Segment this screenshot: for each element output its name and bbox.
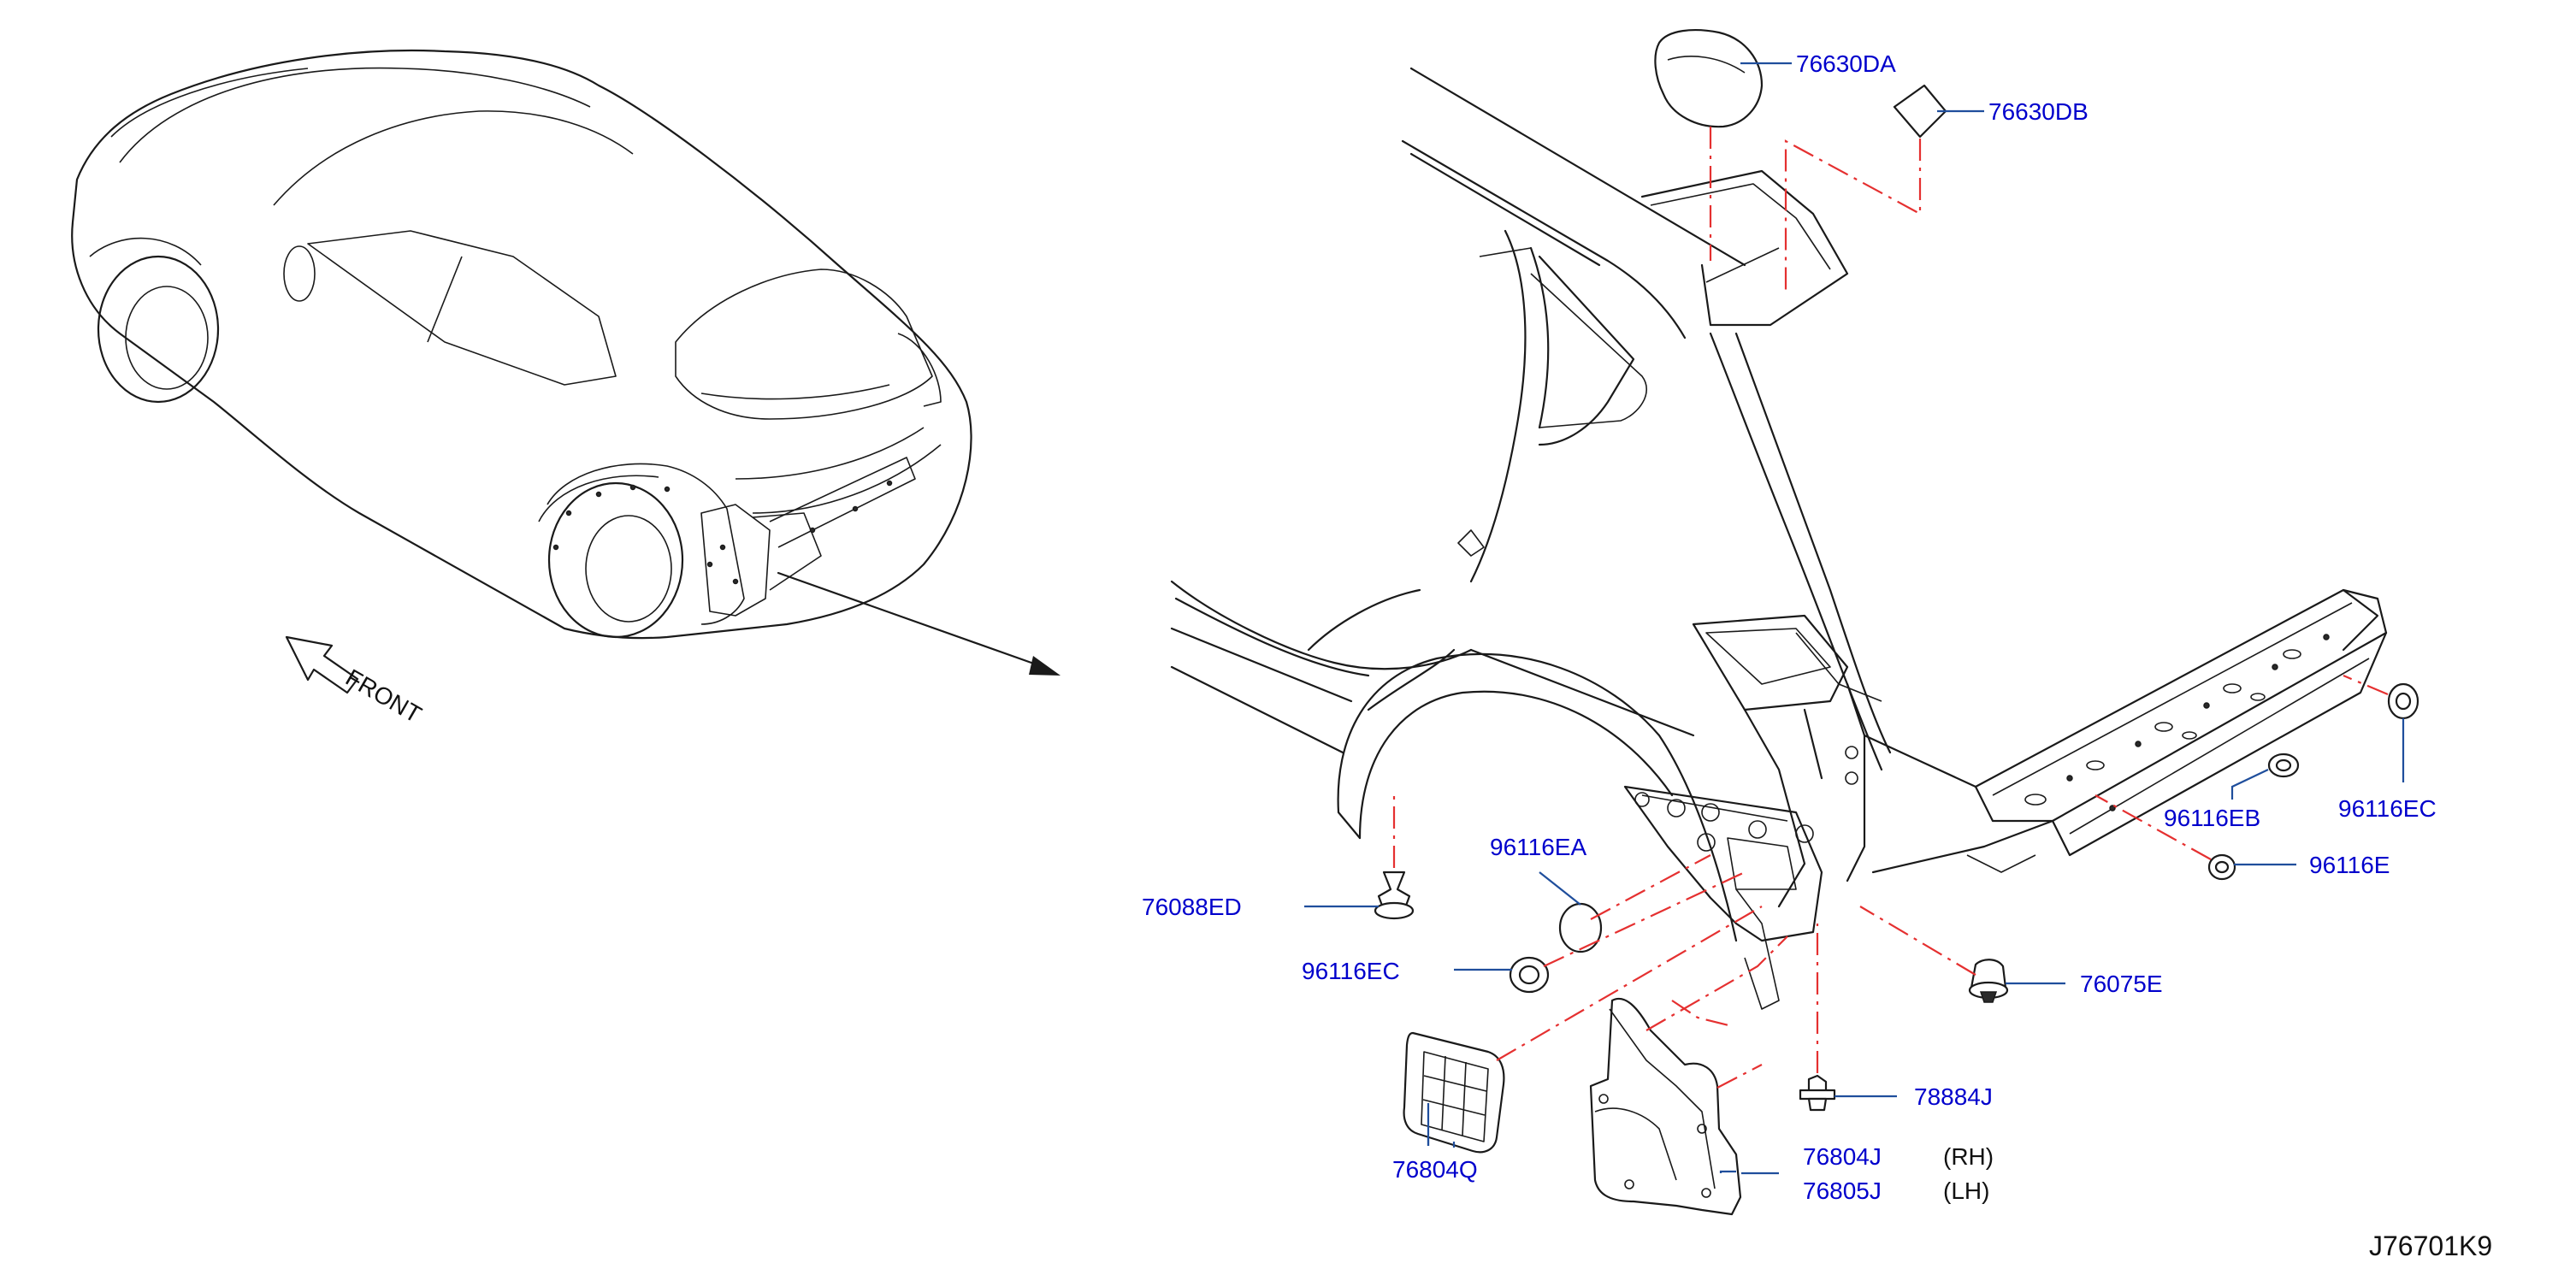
part-96116EC-left-seal-icon — [1509, 956, 1550, 994]
callout-78884J: 78884J — [1914, 1083, 1993, 1110]
rear-body-detail-illustration — [1170, 67, 2388, 1010]
callout-96116EA: 96116EA — [1490, 834, 1586, 860]
part-96116EA-seal-icon — [1558, 902, 1603, 953]
callout-76804Q: 76804Q — [1392, 1156, 1478, 1183]
callout-76630DA: 76630DA — [1796, 50, 1896, 77]
callout-labels: 76630DA 76630DB 96116EA 76088ED 96116EC … — [1142, 50, 2437, 1204]
leader-lines — [1304, 62, 2405, 1175]
part-96116EB-grommet-icon — [2267, 753, 2300, 778]
part-76804J-76805J-bracket-icon — [1589, 997, 1742, 1216]
part-76630DA-cover-icon — [1654, 29, 1764, 128]
callout-76088ED: 76088ED — [1142, 894, 1242, 920]
side-label-lh: (LH) — [1943, 1178, 1989, 1204]
part-96116E-grommet-icon — [2207, 853, 2236, 881]
front-label: FRONT — [341, 664, 426, 728]
diagram-reference-code: J76701K9 — [2369, 1231, 2492, 1261]
callout-76805J: 76805J — [1803, 1178, 1882, 1204]
callout-96116EC-right: 96116EC — [2338, 795, 2437, 822]
part-76804Q-vent-grille-icon — [1403, 1031, 1505, 1154]
callout-96116EB: 96116EB — [2164, 805, 2260, 831]
detail-pointer-arrow — [777, 571, 1045, 669]
front-arrow-icon — [285, 635, 359, 694]
callout-76804J: 76804J — [1803, 1143, 1882, 1170]
callout-76075E: 76075E — [2080, 971, 2163, 997]
part-76075E-fastener-icon — [1968, 959, 2009, 1003]
part-78884J-bolt-icon — [1799, 1074, 1836, 1112]
part-96116EC-right-grommet-icon — [2387, 682, 2419, 720]
front-direction-indicator: FRONT — [285, 635, 426, 728]
installation-dash-lines — [1392, 127, 2389, 1089]
part-76088ED-clip-icon — [1374, 871, 1415, 920]
detail-pointer-arrowhead — [1029, 656, 1061, 676]
callout-96116E: 96116E — [2309, 852, 2390, 878]
side-label-rh: (RH) — [1943, 1143, 1994, 1170]
callout-96116EC-left: 96116EC — [1302, 958, 1400, 984]
vehicle-overview-illustration — [71, 49, 1061, 676]
callout-76630DB: 76630DB — [1988, 98, 2089, 125]
